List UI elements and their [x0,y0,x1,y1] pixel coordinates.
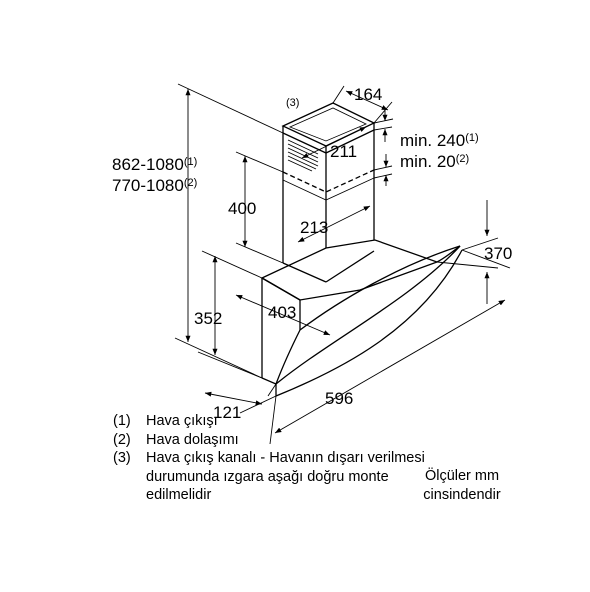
dim-596-label: 596 [325,389,353,408]
callout-3-label: (3) [286,97,299,109]
dim-164-label: 164 [354,85,382,104]
dim-400-label: 400 [228,199,256,218]
dim-121-label: 121 [213,403,241,422]
grille [287,139,319,172]
dim-403-label: 403 [268,303,296,322]
legend-number: (3) [113,450,131,466]
dimension-lines [174,83,511,445]
legend-number: (2) [113,431,131,448]
legend-text: Hava çıkışı [146,413,218,429]
dim-211-label: 211 [330,142,357,161]
legend-number: (1) [113,413,131,429]
legend-text: Hava çıkış kanalı - Havanın dışarı veril… [146,450,425,503]
legend-item: (3) Hava çıkış kanalı - Havanın dışarı v… [113,449,426,505]
units-note: Ölçüler mm cinsindendir [423,468,501,503]
dim-352-label: 352 [194,309,222,328]
dim-height-2-label: 770-1080(2) [112,176,197,195]
dim-min240-label: min. 240(1) [400,131,479,150]
dim-height-1-label: 862-1080(1) [112,155,197,174]
legend-item: (2) Hava dolaşımı [113,431,426,450]
legend-item: (1) Hava çıkışı [113,412,426,431]
legend: (1) Hava çıkışı (2) Hava dolaşımı (3) Ha… [113,412,426,505]
legend-text: Hava dolaşımı [146,431,239,448]
dim-213-label: 213 [300,218,328,237]
dim-370-label: 370 [484,244,512,263]
dim-min20-label: min. 20(2) [400,152,469,171]
